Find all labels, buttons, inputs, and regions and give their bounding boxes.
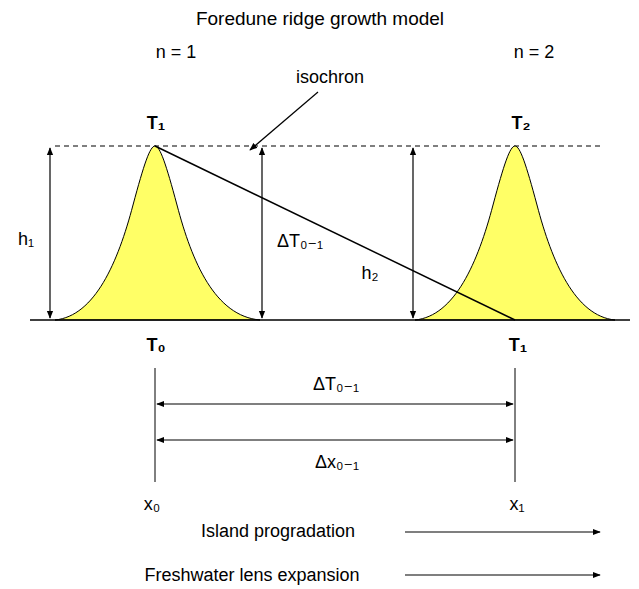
distance-label: Δx₀₋₁ [315, 453, 359, 473]
ridge-number: n = 2 [514, 43, 555, 63]
position-label: x₁ [509, 495, 524, 515]
time-interval-label: ΔT₀₋₁ [275, 232, 325, 252]
ridge-number: n = 1 [156, 43, 197, 63]
height-label: h₁ [18, 230, 34, 250]
position-label: x₀ [144, 495, 160, 515]
diagram-title: Foredune ridge growth model [196, 9, 444, 30]
isochron-label: isochron [296, 68, 364, 88]
height-label: h₂ [360, 264, 381, 284]
time-label: T₁ [509, 336, 527, 356]
time-label: T₁ [147, 114, 165, 134]
direction-label: Island progradation [201, 522, 355, 542]
time-label: T₀ [146, 336, 165, 356]
time-interval-label: ΔT₀₋₁ [313, 375, 359, 395]
time-label: T₂ [512, 114, 531, 134]
direction-label: Freshwater lens expansion [144, 566, 359, 586]
